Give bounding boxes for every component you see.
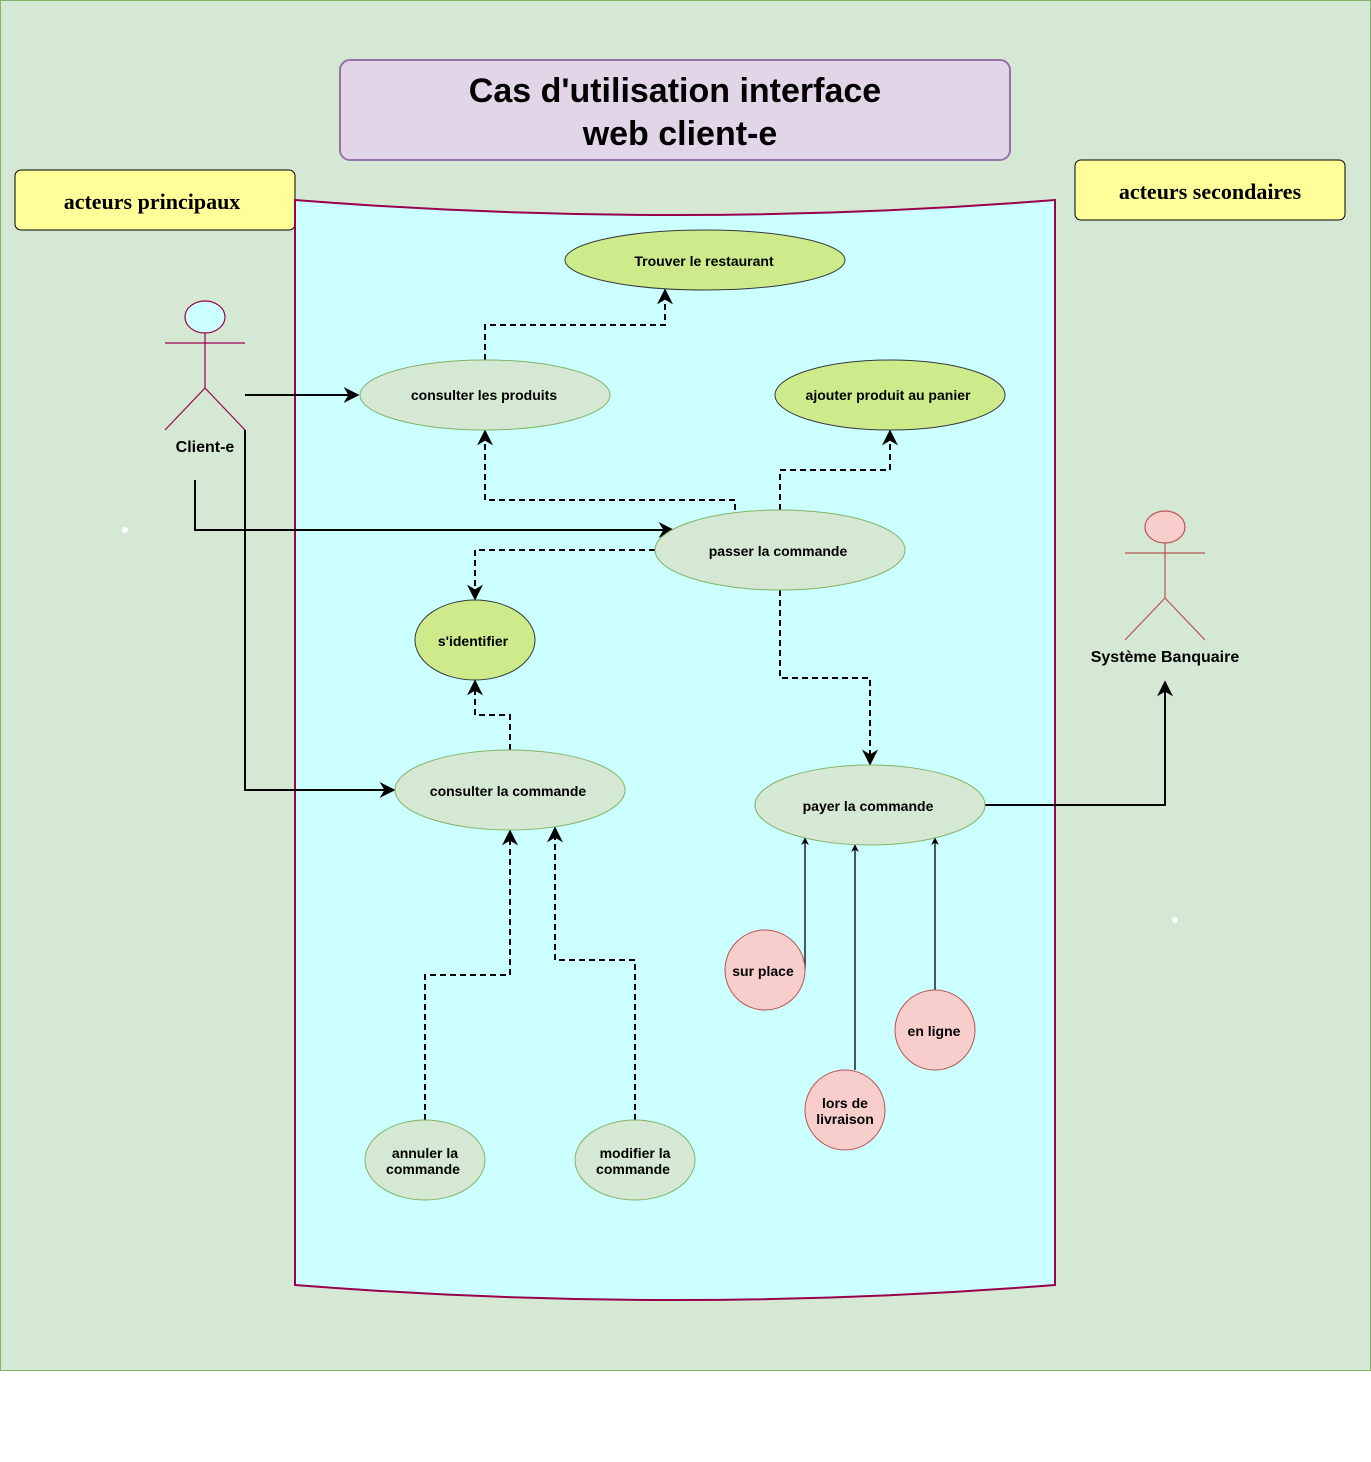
payment-mode-label: en ligne	[908, 1023, 961, 1039]
use-case-label: consulter la commande	[430, 783, 587, 799]
payment-mode-sur-place[interactable]: sur place	[724, 929, 806, 1011]
use-case-label: Trouver le restaurant	[634, 253, 774, 269]
dep-passer-payer	[779, 590, 878, 766]
use-case-identifier[interactable]: s'identifier	[414, 599, 536, 681]
actor-client-label: Client-e	[176, 439, 235, 456]
use-case-label: s'identifier	[438, 633, 509, 649]
use-case-payer-commande[interactable]: payer la commande	[754, 764, 986, 846]
use-case-modifier-commande[interactable]: modifier la commande	[574, 1119, 696, 1201]
use-case-consulter-commande[interactable]: consulter la commande	[394, 749, 626, 831]
dep-annuler-consulter-commande	[424, 829, 518, 1120]
payment-mode-label-line-2: livraison	[816, 1111, 874, 1127]
secondary-actors-text: acteurs secondaires	[1119, 179, 1302, 204]
use-case-label-line-2: commande	[596, 1161, 670, 1177]
use-case-consulter-produits[interactable]: consulter les produits	[359, 359, 611, 431]
use-case-label: passer la commande	[709, 543, 848, 559]
decorative-dot	[1172, 917, 1178, 923]
use-case-ajouter-panier[interactable]: ajouter produit au panier	[774, 359, 1006, 431]
dep-passer-identifier	[467, 549, 655, 601]
use-case-label: payer la commande	[803, 798, 934, 814]
use-case-label-line-2: commande	[386, 1161, 460, 1177]
decorative-dot	[122, 527, 128, 533]
dep-passer-ajouter-panier	[779, 429, 898, 510]
secondary-actors-label: acteurs secondaires	[1074, 159, 1346, 221]
associations	[194, 387, 1173, 806]
use-case-annuler-commande[interactable]: annuler la commande	[364, 1119, 486, 1201]
dep-passer-consulter-produits	[477, 429, 736, 510]
dep-modifier-consulter-commande	[547, 826, 636, 1120]
payment-mode-label-line-1: lors de	[822, 1095, 868, 1111]
payment-mode-links	[801, 837, 939, 1070]
dep-consulter-produits-trouver	[484, 288, 673, 360]
association-client-passer-commande	[194, 480, 675, 538]
title-line-1: Cas d'utilisation interface	[469, 72, 881, 110]
payment-mode-livraison[interactable]: lors de livraison	[804, 1069, 886, 1151]
association-client-consulter-commande	[244, 430, 396, 798]
dep-consulter-commande-identifier	[467, 679, 511, 750]
use-case-label-line-1: annuler la	[392, 1145, 458, 1161]
use-case-passer-commande[interactable]: passer la commande	[654, 509, 906, 591]
association-payer-bank	[985, 680, 1173, 806]
use-case-label-line-1: modifier la	[600, 1145, 671, 1161]
payment-mode-label: sur place	[732, 963, 794, 979]
actor-bank-head	[1144, 510, 1186, 544]
actor-client	[164, 300, 246, 431]
dependencies	[424, 288, 898, 1120]
use-case-trouver-restaurant[interactable]: Trouver le restaurant	[564, 229, 846, 291]
primary-actors-label: acteurs principaux	[14, 169, 296, 231]
use-case-label: consulter les produits	[411, 387, 557, 403]
primary-actors-text: acteurs principaux	[64, 189, 241, 214]
diagram-title: Cas d'utilisation interface web client-e	[339, 59, 1011, 161]
actor-bank	[1124, 510, 1206, 641]
title-line-2: web client-e	[582, 115, 778, 153]
actor-bank-label: Système Banquaire	[1091, 649, 1240, 666]
use-case-label: ajouter produit au panier	[806, 387, 971, 403]
actor-client-head	[184, 300, 226, 334]
payment-mode-en-ligne[interactable]: en ligne	[894, 989, 976, 1071]
